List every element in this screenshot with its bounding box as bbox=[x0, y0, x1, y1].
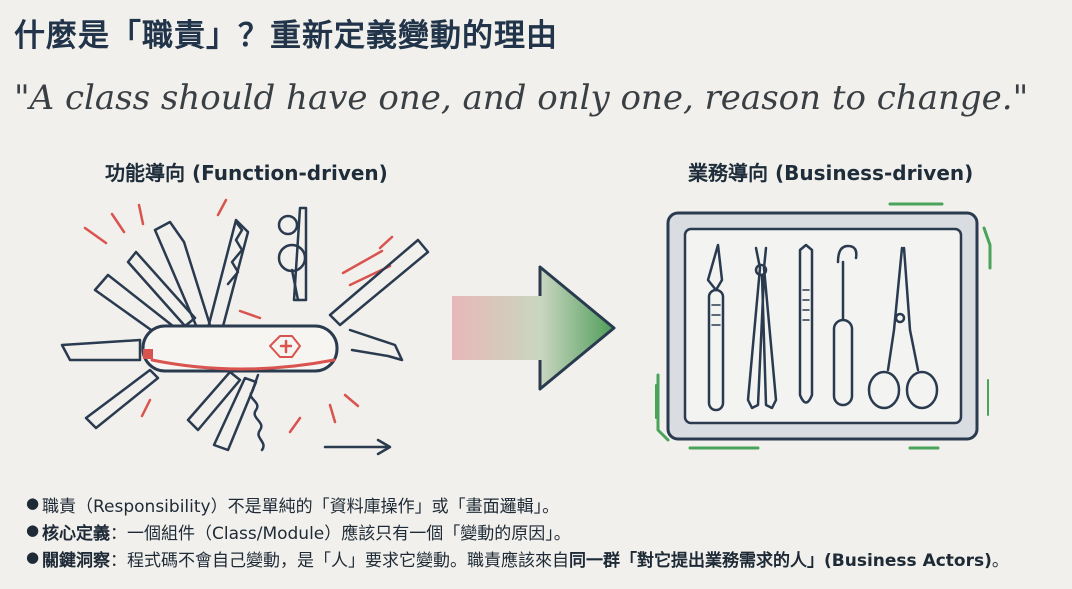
srp-quote: "A class should have one, and only one, … bbox=[14, 78, 1029, 118]
bullet-end: 。 bbox=[991, 551, 1009, 571]
function-driven-label: 功能導向 (Function-driven) bbox=[105, 161, 388, 185]
swiss-army-knife-icon bbox=[60, 198, 430, 456]
list-item: ● 核心定義 ： 一個組件（Class/Module）應該只有一個「變動的原因」… bbox=[26, 519, 1009, 546]
bullet-text: 程式碼不會自己變動，是「人」要求它變動。職責應該來自 bbox=[127, 551, 569, 571]
bullet-dot: ● bbox=[26, 494, 40, 512]
list-item: ● 關鍵洞察 ： 程式碼不會自己變動，是「人」要求它變動。職責應該來自 同一群「… bbox=[26, 546, 1009, 573]
page-title: 什麼是「職責」？重新定義變動的理由 bbox=[14, 18, 558, 54]
bullet-separator: ： bbox=[110, 551, 127, 571]
list-item: ● 職責（Responsibility）不是單純的「資料庫操作」或「畫面邏輯」。 bbox=[26, 492, 1009, 519]
bullet-lead: 核心定義 bbox=[42, 524, 110, 544]
arrow-right-icon bbox=[452, 265, 616, 391]
bullet-dot: ● bbox=[26, 548, 40, 566]
bullet-text: 職責（Responsibility）不是單純的「資料庫操作」或「畫面邏輯」。 bbox=[42, 497, 560, 517]
business-driven-label: 業務導向 (Business-driven) bbox=[688, 161, 974, 185]
bullet-dot: ● bbox=[26, 521, 40, 539]
bullet-lead: 關鍵洞察 bbox=[42, 551, 110, 571]
bullet-emphasis: 同一群「對它提出業務需求的人」(Business Actors) bbox=[569, 551, 992, 571]
bullet-text: 一個組件（Class/Module）應該只有一個「變動的原因」。 bbox=[127, 524, 571, 544]
key-points-list: ● 職責（Responsibility）不是單純的「資料庫操作」或「畫面邏輯」。… bbox=[26, 492, 1009, 573]
surgical-tray-icon bbox=[655, 202, 992, 450]
bullet-separator: ： bbox=[110, 524, 127, 544]
